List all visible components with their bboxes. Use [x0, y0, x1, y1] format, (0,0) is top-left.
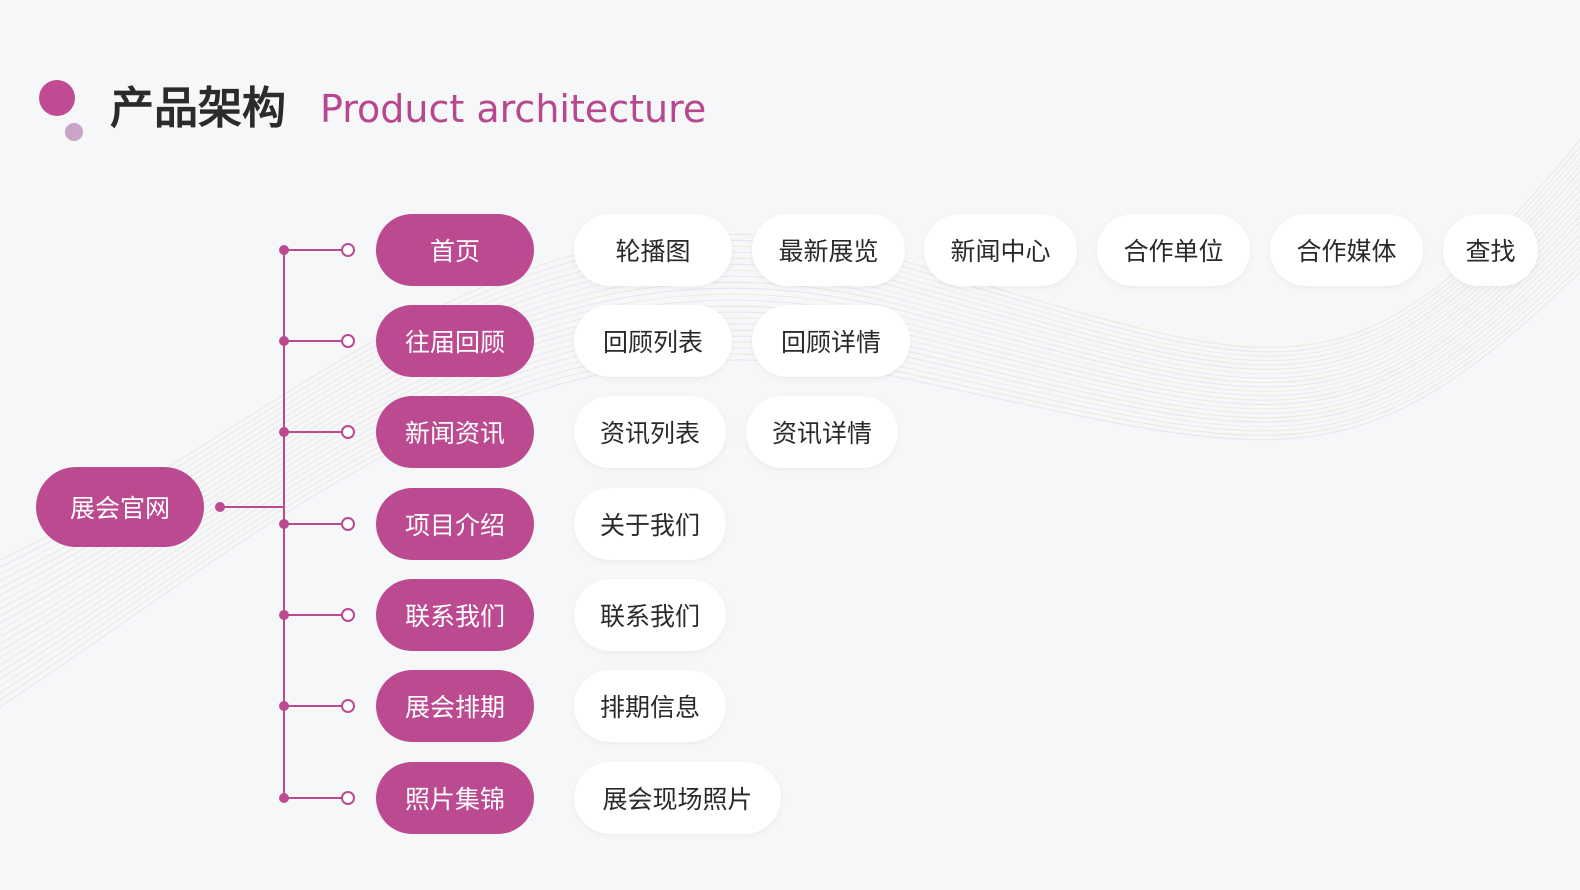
- leaf-node: 回顾列表: [574, 305, 732, 377]
- branch-end-ring: [341, 243, 355, 257]
- category-node: 照片集锦: [376, 762, 534, 834]
- category-node: 展会排期: [376, 670, 534, 742]
- page-subtitle: Product architecture: [320, 87, 707, 131]
- category-node: 项目介绍: [376, 488, 534, 560]
- branch-end-ring: [341, 791, 355, 805]
- root-node: 展会官网: [36, 467, 204, 547]
- decor-dot-large: [39, 80, 75, 116]
- branch-end-ring: [341, 517, 355, 531]
- leaf-node: 排期信息: [574, 670, 726, 742]
- category-node: 往届回顾: [376, 305, 534, 377]
- wave-line: [0, 183, 1580, 610]
- leaf-node: 关于我们: [574, 488, 726, 560]
- leaf-node: 新闻中心: [924, 214, 1077, 286]
- category-node: 联系我们: [376, 579, 534, 651]
- leaf-node: 展会现场照片: [574, 762, 781, 834]
- leaf-node: 合作媒体: [1270, 214, 1423, 286]
- leaf-node: 查找: [1443, 214, 1538, 286]
- branch-end-ring: [341, 334, 355, 348]
- leaf-node: 资讯列表: [574, 396, 726, 468]
- decor-dot-small: [65, 123, 83, 141]
- wave-line: [0, 190, 1580, 617]
- root-connector-dot: [215, 502, 225, 512]
- branch-end-ring: [341, 425, 355, 439]
- leaf-node: 回顾详情: [752, 305, 910, 377]
- category-node: 首页: [376, 214, 534, 286]
- branch-end-ring: [341, 699, 355, 713]
- leaf-node: 联系我们: [574, 579, 726, 651]
- leaf-node: 最新展览: [752, 214, 905, 286]
- leaf-node: 合作单位: [1097, 214, 1250, 286]
- page-title: 产品架构: [110, 83, 286, 134]
- leaf-node: 轮播图: [574, 214, 732, 286]
- branch-end-ring: [341, 608, 355, 622]
- leaf-node: 资讯详情: [746, 396, 898, 468]
- category-node: 新闻资讯: [376, 396, 534, 468]
- wave-line: [0, 196, 1580, 624]
